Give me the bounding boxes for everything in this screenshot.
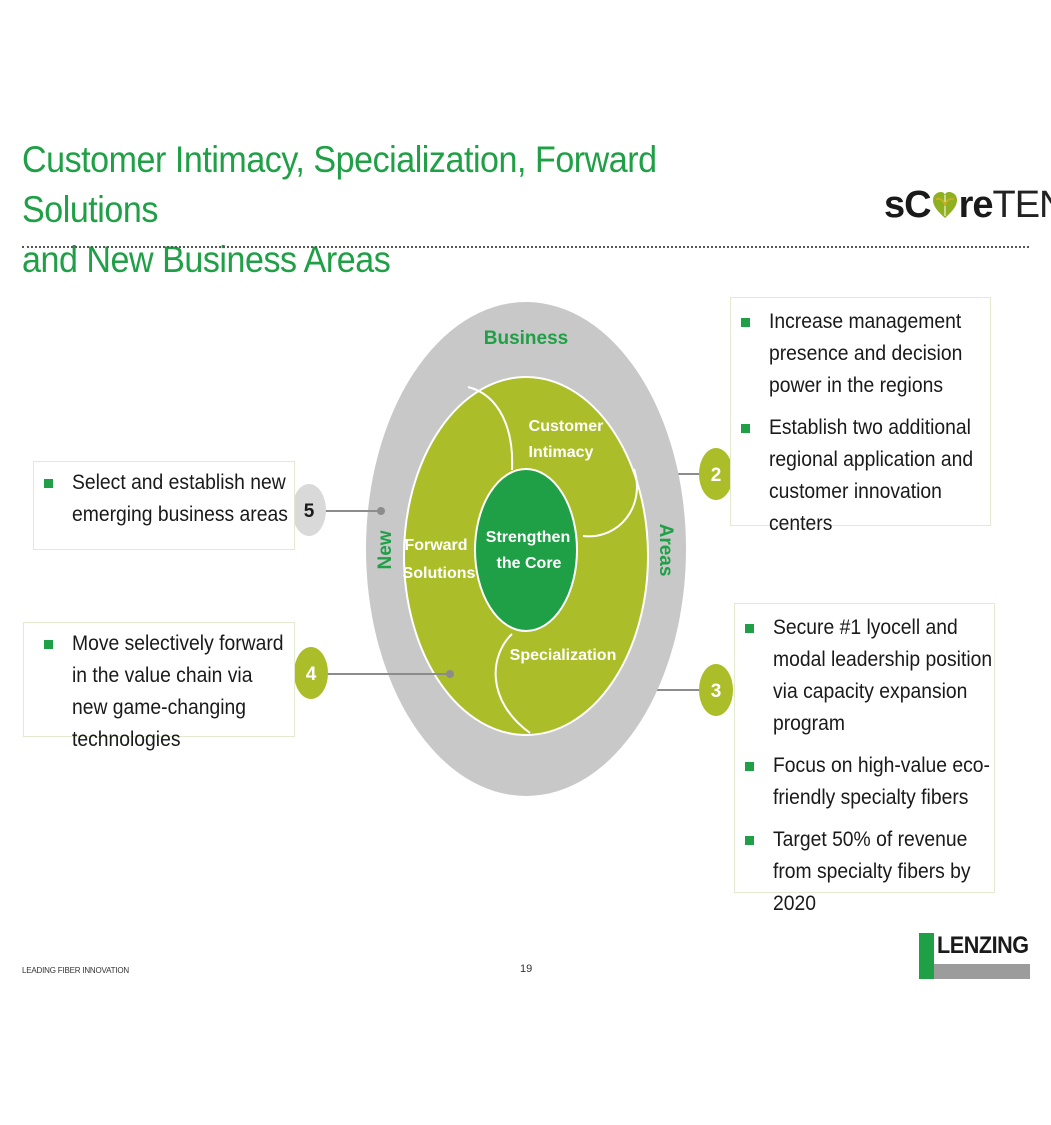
logo-prefix: sC xyxy=(884,183,932,226)
callout-4-box: Move selectively forward in the value ch… xyxy=(23,622,295,751)
ring-label-business: Business xyxy=(484,328,568,349)
logo-wordmark: LENZING xyxy=(937,932,1029,959)
callout-2-badge xyxy=(699,448,733,500)
list-item: Secure #1 lyocell and modal leadership p… xyxy=(739,612,994,740)
connector-5-dot xyxy=(377,507,385,515)
ring-label-areas: Areas xyxy=(655,524,676,577)
callout-2-box: Increase management presence and decisio… xyxy=(730,297,991,535)
callout-3-box: Secure #1 lyocell and modal leadership p… xyxy=(734,603,995,915)
page-title-line2: and New Business Areas xyxy=(22,239,391,280)
page-number: 19 xyxy=(520,963,533,975)
logo-mid: re xyxy=(958,183,994,226)
core-label-line1: Strengthen xyxy=(486,529,570,546)
logo-suffix: TEN xyxy=(992,183,1051,226)
segment-customer-intimacy-line2: Intimacy xyxy=(529,444,594,461)
list-item: Move selectively forward in the value ch… xyxy=(38,628,294,756)
divider-top xyxy=(467,386,514,471)
page-title: Customer Intimacy, Specialization, Forwa… xyxy=(22,135,776,285)
core-circle xyxy=(474,468,578,632)
footer-tagline: LEADING FIBER INNOVATION xyxy=(22,966,129,975)
divider-bottom xyxy=(494,633,531,734)
callout-5-number: 5 xyxy=(304,501,315,522)
segment-forward-solutions-line1: Forward xyxy=(404,537,467,554)
callout-3-badge xyxy=(699,664,733,716)
list-item: Focus on high-value eco-friendly special… xyxy=(739,750,994,814)
list-item: Select and establish new emerging busine… xyxy=(38,467,294,531)
segment-customer-intimacy-line1: Customer xyxy=(529,418,604,435)
list-item: Establish two additional regional applic… xyxy=(735,412,990,540)
header-divider xyxy=(22,246,1029,248)
core-label-line2: the Core xyxy=(497,555,562,572)
score-ten-logo: sC re TEN xyxy=(884,180,1051,230)
logo-bar-horizontal xyxy=(919,964,1030,979)
list-item: Increase management presence and decisio… xyxy=(735,306,990,402)
connector-4-dot xyxy=(446,670,454,678)
callout-4-badge xyxy=(294,647,328,699)
callout-5-box: Select and establish new emerging busine… xyxy=(33,461,295,550)
logo-bar-vertical xyxy=(919,933,934,979)
ring-label-new: New xyxy=(375,530,396,569)
heart-leaf-icon xyxy=(932,192,957,218)
segment-specialization: Specialization xyxy=(510,647,617,664)
page-title-line1: Customer Intimacy, Specialization, Forwa… xyxy=(22,139,657,230)
list-item: Target 50% of revenue from specialty fib… xyxy=(739,824,994,920)
lenzing-logo: LENZING xyxy=(919,932,1030,979)
callout-2-number: 2 xyxy=(711,465,722,486)
callout-4-number: 4 xyxy=(306,664,317,685)
callout-5-badge xyxy=(292,484,326,536)
segment-forward-solutions-line2: Solutions xyxy=(403,565,476,582)
divider-right xyxy=(582,468,638,538)
callout-3-number: 3 xyxy=(711,681,722,702)
